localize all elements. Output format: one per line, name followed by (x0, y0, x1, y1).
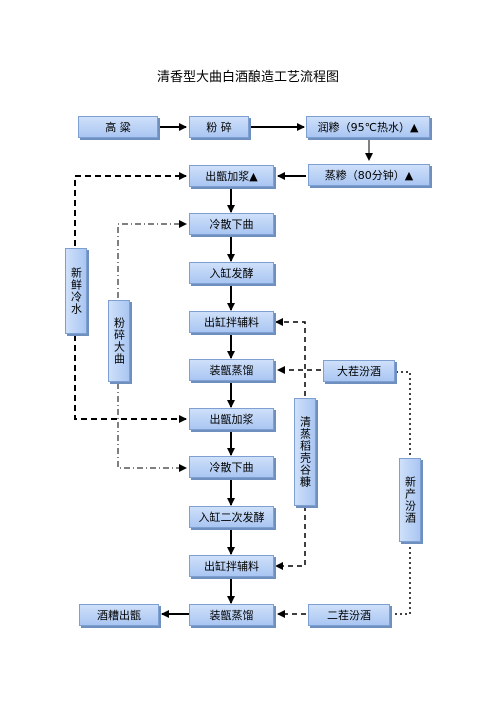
dashed-hull-to-chugang1 (275, 318, 306, 396)
node-dazha: 大茬汾酒 (323, 360, 395, 382)
node-fensui-label: 粉 碎 (206, 121, 232, 134)
node-zhengcan: 蒸糁（80分钟）▲ (308, 164, 430, 186)
node-gaoliang: 高 粱 (78, 116, 158, 138)
node-chugang1-label: 出缸拌辅料 (204, 316, 259, 329)
node-rugang1-label: 入缸发酵 (209, 267, 254, 280)
node-lengsan2: 冷散下曲 (189, 456, 274, 478)
node-jiucao: 酒糟出甑 (79, 604, 159, 626)
side-fensuidaqu: 粉碎大曲 (108, 300, 130, 382)
side-qingzheng-label: 清蒸稻壳谷糠 (298, 416, 312, 488)
node-fensui: 粉 碎 (189, 116, 249, 138)
node-jiucao-label: 酒糟出甑 (97, 609, 141, 622)
page-title: 清香型大曲白酒酿造工艺流程图 (156, 70, 339, 85)
node-chugang1: 出缸拌辅料 (189, 311, 274, 333)
dashdot-daqu-to-lengsan2 (117, 383, 187, 472)
node-zhuangzeng2-label: 装甑蒸馏 (209, 609, 254, 622)
side-xinchan-label: 新产汾酒 (403, 476, 417, 524)
node-erzha-label: 二茬汾酒 (327, 609, 371, 622)
node-chugang2-label: 出缸拌辅料 (204, 560, 259, 573)
node-lengsan1-label: 冷散下曲 (209, 218, 254, 231)
node-zhuangzeng1-label: 装甑蒸馏 (209, 364, 254, 377)
node-runcan: 润糁（95℃热水）▲ (306, 116, 430, 138)
node-zhengcan-label: 蒸糁（80分钟）▲ (324, 169, 414, 182)
side-xinxian-label: 新鲜冷水 (69, 267, 83, 315)
node-zhuangzeng1: 装甑蒸馏 (189, 359, 274, 381)
dashed-water-to-chuzeng1 (74, 172, 187, 246)
dashed-water-to-chuzeng2 (74, 335, 187, 423)
dashdot-daqu-to-lengsan1 (117, 220, 187, 298)
node-chuzeng1: 出甑加浆▲ (189, 165, 274, 187)
node-erzha: 二茬汾酒 (308, 604, 390, 626)
node-chuzeng2: 出甑加浆 (189, 408, 274, 430)
side-xinxian: 新鲜冷水 (65, 248, 87, 334)
dashed-hull-to-chugang2 (275, 506, 306, 570)
dotted-dazha-to-xinchan (396, 371, 411, 457)
side-qingzheng: 清蒸稻壳谷糠 (294, 398, 316, 506)
node-dazha-label: 大茬汾酒 (337, 365, 381, 378)
node-lengsan2-label: 冷散下曲 (209, 461, 254, 474)
node-rugang2: 入缸二次发酵 (189, 506, 274, 528)
node-runcan-label: 润糁（95℃热水）▲ (317, 121, 419, 134)
node-gaoliang-label: 高 粱 (105, 121, 131, 134)
side-xinchan: 新产汾酒 (399, 458, 421, 542)
node-rugang2-label: 入缸二次发酵 (198, 511, 265, 524)
side-fensuidaqu-label: 粉碎大曲 (112, 317, 126, 365)
node-chuzeng2-label: 出甑加浆 (209, 413, 254, 426)
node-rugang1: 入缸发酵 (189, 262, 274, 284)
node-chuzeng1-label: 出甑加浆▲ (205, 170, 258, 183)
node-chugang2: 出缸拌辅料 (189, 555, 274, 577)
dotted-xinchan-to-erzha (392, 542, 411, 615)
node-lengsan1: 冷散下曲 (189, 213, 274, 235)
node-zhuangzeng2: 装甑蒸馏 (189, 604, 274, 626)
